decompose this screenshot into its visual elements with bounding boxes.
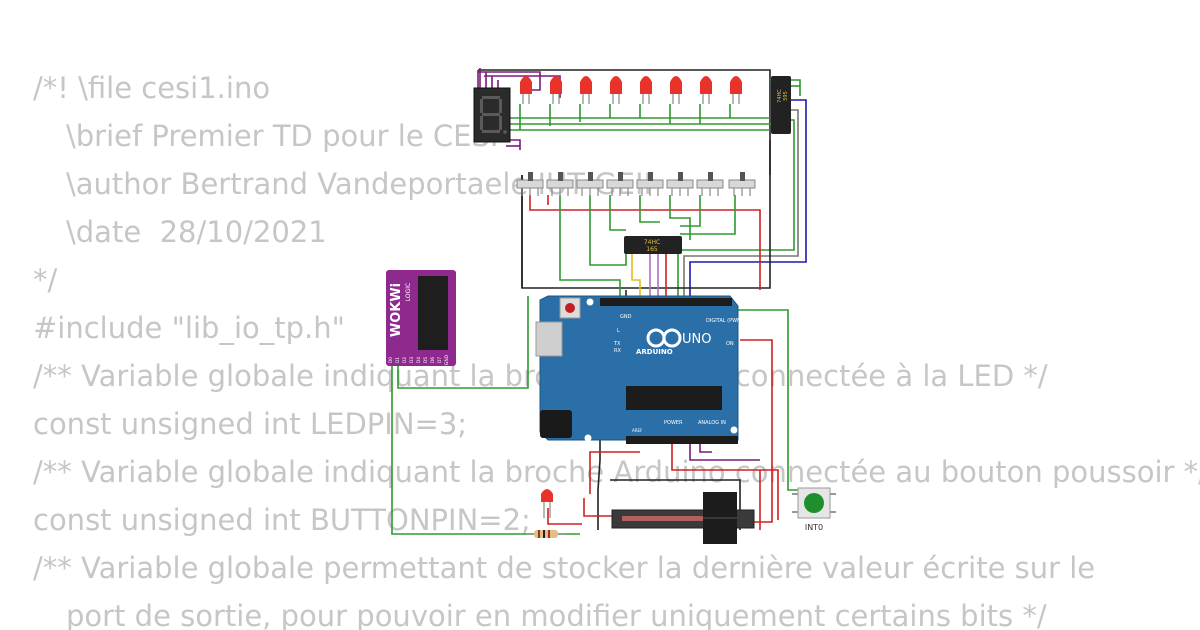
led-label: 1 <box>704 98 708 105</box>
slide-switch-row <box>516 172 756 196</box>
code-line: \author Bertrand Vandeportaele IUT GEII <box>66 167 653 201</box>
led: 2 <box>670 76 682 105</box>
tx-label: TX <box>613 341 621 347</box>
slide-switch[interactable] <box>728 172 756 196</box>
shift-register-595[interactable]: 74HC 595 <box>771 76 791 134</box>
slide-switch[interactable] <box>696 172 724 196</box>
seven-segment-display[interactable] <box>473 87 511 143</box>
led: 6 <box>550 76 562 105</box>
slide-switch[interactable] <box>606 172 634 196</box>
analyzer-pin-label: D6 <box>430 357 436 363</box>
led-label: 6 <box>554 98 558 105</box>
board-brand: ARDUINO <box>636 348 673 356</box>
led-label: 7 <box>524 98 528 105</box>
arduino-uno-board[interactable]: UNO ARDUINO DIGITAL (PWM ~) POWER ANALOG… <box>535 295 749 444</box>
rx-label: RX <box>614 348 621 354</box>
on-label: ON <box>726 341 734 347</box>
analyzer-pin-label: D2 <box>402 357 408 363</box>
analyzer-pin-label: D7 <box>437 357 443 363</box>
code-line: #include "lib_io_tp.h" <box>33 311 345 345</box>
analyzer-pin-label: D0 <box>388 357 394 363</box>
slide-switch[interactable] <box>636 172 664 196</box>
code-line: \brief Premier TD pour le CESI <box>66 119 499 153</box>
status-led <box>541 489 553 518</box>
analyzer-pin-label: GND <box>444 354 450 365</box>
code-line: /** Variable globale permettant de stock… <box>33 551 1096 585</box>
code-line: */ <box>33 263 58 297</box>
gnd-label: GND <box>620 314 632 320</box>
digital-header <box>600 298 732 306</box>
led: 0 <box>730 76 742 105</box>
analyzer-brand: WOKWi <box>389 283 404 337</box>
led: 3 <box>640 76 652 105</box>
chip-label: 165 <box>646 246 658 253</box>
slide-switch[interactable] <box>516 172 544 196</box>
analyzer-pin-label: D4 <box>416 357 422 363</box>
led-row: 7 6 5 4 3 2 1 0 <box>520 76 742 105</box>
power-analog-header <box>626 436 738 444</box>
l-label: L <box>617 328 620 334</box>
slide-switch[interactable] <box>576 172 604 196</box>
chip-label: 74HC <box>644 239 660 246</box>
resistor <box>526 530 566 538</box>
chip-label: 595 <box>783 91 789 101</box>
chip-label: 74HC <box>777 89 783 103</box>
slide-switch[interactable] <box>546 172 574 196</box>
board-model: UNO <box>682 332 711 347</box>
analyzer-pin-label: D1 <box>395 357 401 363</box>
digital-label: DIGITAL (PWM ~) <box>706 318 749 324</box>
usb-port <box>535 321 563 357</box>
aref-label: AREF <box>632 428 643 433</box>
analyzer-pin-label: D5 <box>423 357 429 363</box>
led-label: 4 <box>614 98 618 105</box>
led: 1 <box>700 76 712 105</box>
slide-switch[interactable] <box>666 172 694 196</box>
analyzer-sub: LOGIC <box>405 283 412 301</box>
analog-label: ANALOG IN <box>698 420 726 426</box>
led: 4 <box>610 76 622 105</box>
led-label: 3 <box>644 98 648 105</box>
analyzer-pin-label: D3 <box>409 357 415 363</box>
button-label: INT0 <box>805 523 823 532</box>
code-line: \date 28/10/2021 <box>66 215 327 249</box>
code-line: const unsigned int LEDPIN=3; <box>33 407 468 441</box>
led-label: 2 <box>674 98 678 105</box>
power-label: POWER <box>664 420 683 426</box>
led-label: 0 <box>734 98 738 105</box>
code-line: const unsigned int BUTTONPIN=2; <box>33 503 531 537</box>
led-label: 5 <box>584 98 588 105</box>
code-line: /** Variable globale indiquant la broche… <box>33 455 1200 489</box>
push-button-int0[interactable]: INT0 <box>792 487 836 532</box>
slide-potentiometer[interactable] <box>611 492 755 544</box>
atmega-chip <box>626 386 722 410</box>
shift-register-165[interactable]: 74HC 165 <box>624 236 682 254</box>
code-line: /*! \file cesi1.ino <box>33 71 271 105</box>
led: 7 <box>520 76 532 105</box>
power-jack <box>540 410 572 438</box>
led: 5 <box>580 76 592 105</box>
code-line: port de sortie, pour pouvoir en modifier… <box>66 599 1047 630</box>
